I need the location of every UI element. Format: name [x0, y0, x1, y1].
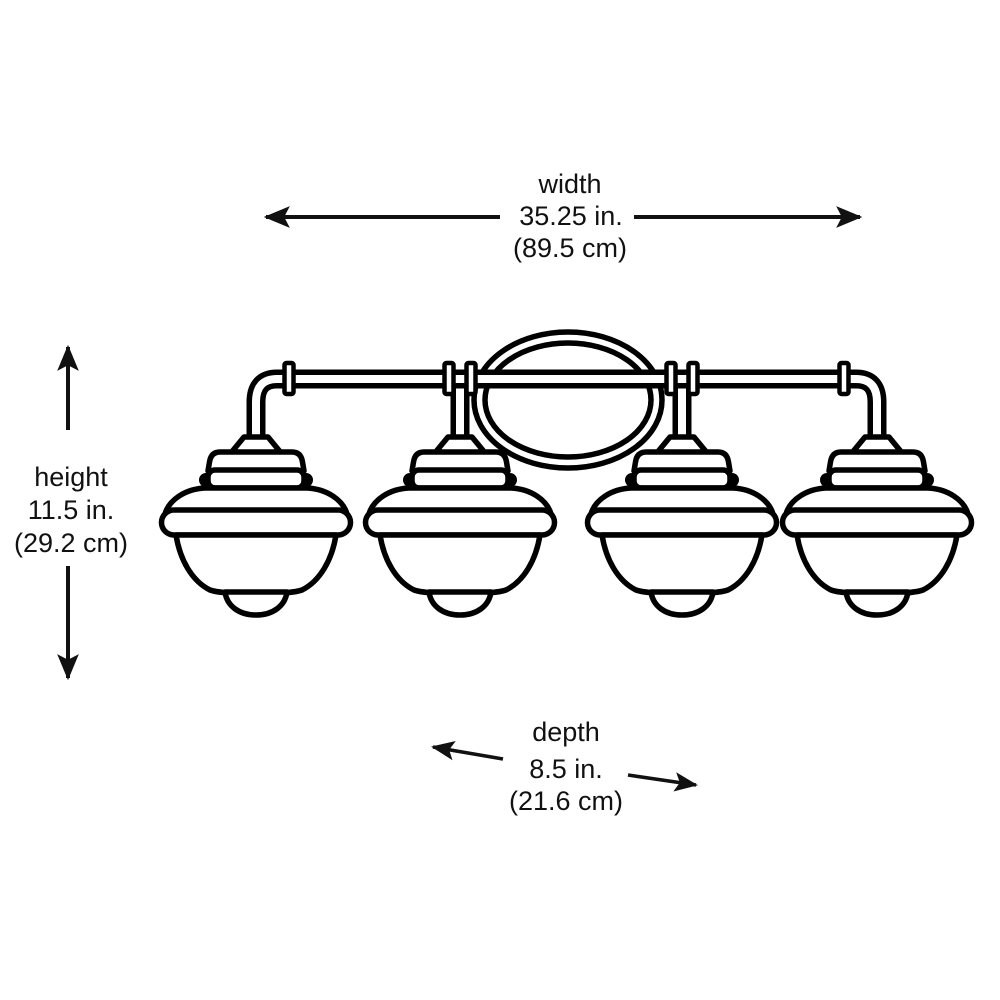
mount-bar — [246, 369, 887, 448]
width-label: width — [537, 169, 601, 199]
depth-arrow-left-segment — [431, 741, 504, 761]
height-value-cm: (29.2 cm) — [14, 528, 128, 558]
width-value-cm: (89.5 cm) — [513, 233, 627, 263]
depth-dimension: depth 8.5 in. (21.6 cm) — [431, 717, 698, 816]
height-dimension: height 11.5 in. (29.2 cm) — [14, 344, 128, 681]
height-value-inches: 11.5 in. — [28, 495, 115, 525]
depth-arrow-right-segment — [627, 772, 698, 792]
height-label: height — [34, 462, 108, 492]
bar-collar-rings — [282, 360, 851, 397]
width-value-inches: 35.25 in. — [519, 201, 623, 231]
lamp-shade-3 — [588, 437, 777, 615]
lamp-shade-1 — [162, 437, 351, 615]
depth-label: depth — [532, 717, 600, 747]
depth-value-cm: (21.6 cm) — [509, 786, 623, 816]
lamp-shade-4 — [783, 437, 972, 615]
width-dimension: width 35.25 in. (89.5 cm) — [263, 169, 863, 263]
depth-value-inches: 8.5 in. — [529, 754, 603, 784]
wall-canopy-oval — [471, 329, 665, 471]
